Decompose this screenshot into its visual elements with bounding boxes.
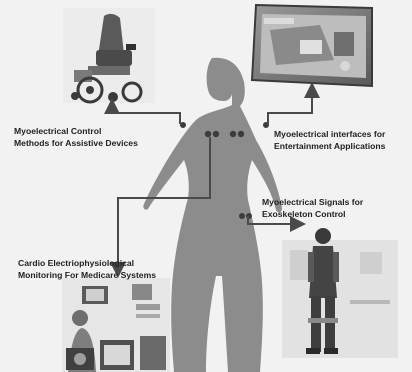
cardio-monitoring-label-line2: Monitoring For Medicare Systems <box>18 269 156 281</box>
assistive-devices-label-line2: Methods for Assistive Devices <box>14 137 138 149</box>
wheelchair-picture <box>63 8 155 103</box>
entertainment-label-line2: Entertainment Applications <box>274 140 385 152</box>
game-screen-picture <box>252 5 372 86</box>
cardio-monitoring-label: Cardio Electriophysiological Monitoring … <box>18 257 156 281</box>
entertainment-label-line1: Myoelectrical interfaces for <box>274 128 385 140</box>
medical-monitoring-picture <box>62 278 170 372</box>
exoskeleton-picture <box>282 228 398 358</box>
arrow-to-wheelchair <box>112 106 180 124</box>
arrow-to-game-screen <box>268 90 312 124</box>
cardio-monitoring-label-line1: Cardio Electriophysiological <box>18 257 156 269</box>
exoskeleton-label: Myoelectrical Signals for Exoskeleton Co… <box>262 196 363 220</box>
entertainment-label: Myoelectrical interfaces for Entertainme… <box>274 128 385 152</box>
exoskeleton-label-line2: Exoskeleton Control <box>262 208 363 220</box>
assistive-devices-label: Myoelectrical Control Methods for Assist… <box>14 125 138 149</box>
assistive-devices-label-line1: Myoelectrical Control <box>14 125 138 137</box>
exoskeleton-label-line1: Myoelectrical Signals for <box>262 196 363 208</box>
